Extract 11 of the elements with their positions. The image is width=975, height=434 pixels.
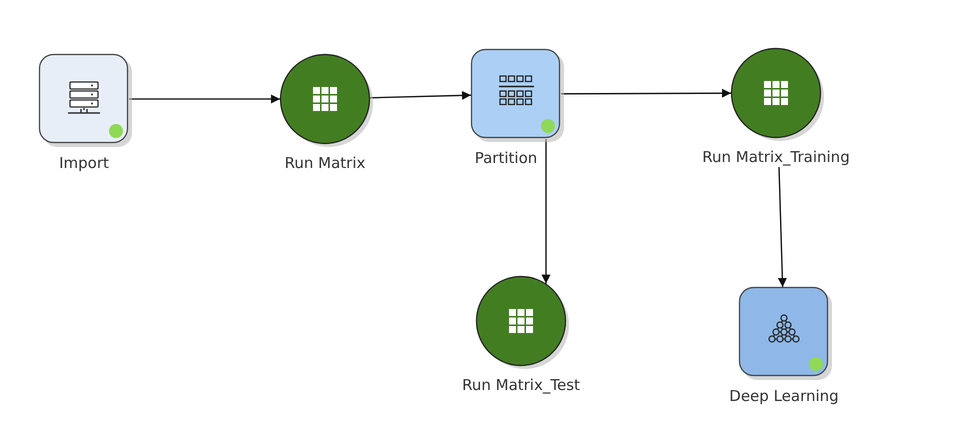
node-label: Import bbox=[58, 154, 110, 172]
arrow bbox=[129, 94, 280, 104]
node-label: Run Matrix_Test bbox=[461, 376, 581, 394]
node-label: Run Matrix_Training bbox=[701, 148, 851, 166]
node-label: Partition bbox=[474, 149, 538, 167]
arrow bbox=[370, 90, 472, 100]
node-label: Run Matrix bbox=[284, 154, 366, 172]
node-label: Deep Learning bbox=[728, 387, 840, 405]
arrow bbox=[561, 88, 731, 98]
arrow bbox=[542, 139, 550, 284]
arrow bbox=[778, 166, 787, 288]
